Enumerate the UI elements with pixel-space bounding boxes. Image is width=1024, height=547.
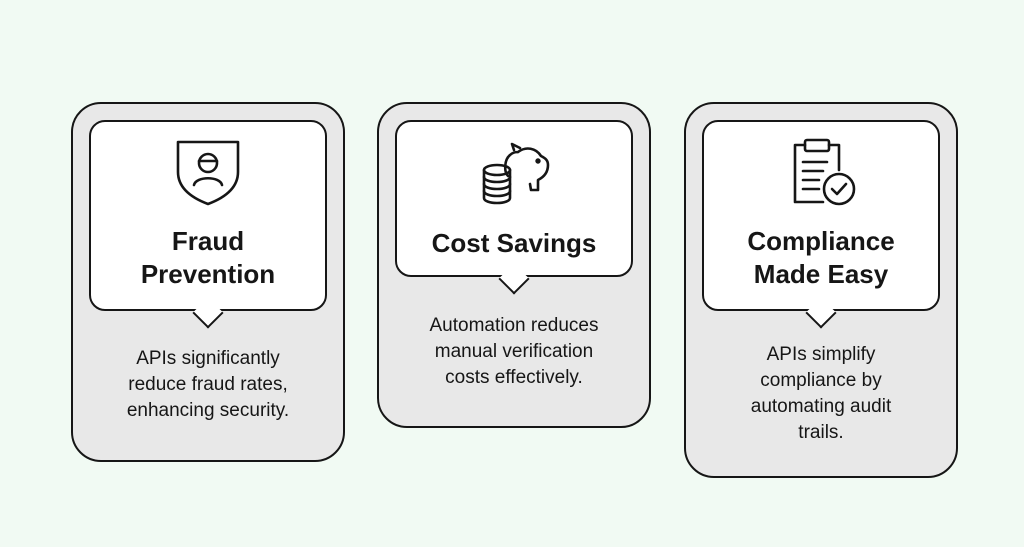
header-pointer bbox=[805, 297, 837, 329]
card-compliance: Compliance Made Easy APIs simplify compl… bbox=[684, 102, 958, 478]
clipboard-check-icon bbox=[785, 136, 857, 208]
header-pointer bbox=[498, 263, 530, 295]
card-description: APIs simplify compliance by automating a… bbox=[750, 344, 892, 443]
card-header-compliance: Compliance Made Easy bbox=[702, 120, 940, 329]
card-fraud-prevention: Fraud Prevention APIs significantly redu… bbox=[71, 102, 345, 462]
card-description: Automation reduces manual verification c… bbox=[429, 315, 599, 388]
shield-person-icon bbox=[172, 136, 244, 208]
card-title: Cost Savings bbox=[431, 228, 597, 258]
card-title: Fraud Prevention bbox=[140, 226, 276, 289]
card-title: Compliance Made Easy bbox=[747, 226, 895, 289]
card-description: APIs significantly reduce fraud rates, e… bbox=[126, 348, 290, 421]
card-cost-savings: Cost Savings Automation reduces manual v… bbox=[377, 102, 651, 428]
card-header-fraud-prevention: Fraud Prevention bbox=[89, 120, 327, 329]
header-pointer bbox=[192, 297, 224, 329]
card-header-cost-savings: Cost Savings bbox=[395, 120, 633, 295]
piggy-bank-coins-icon bbox=[478, 136, 550, 208]
